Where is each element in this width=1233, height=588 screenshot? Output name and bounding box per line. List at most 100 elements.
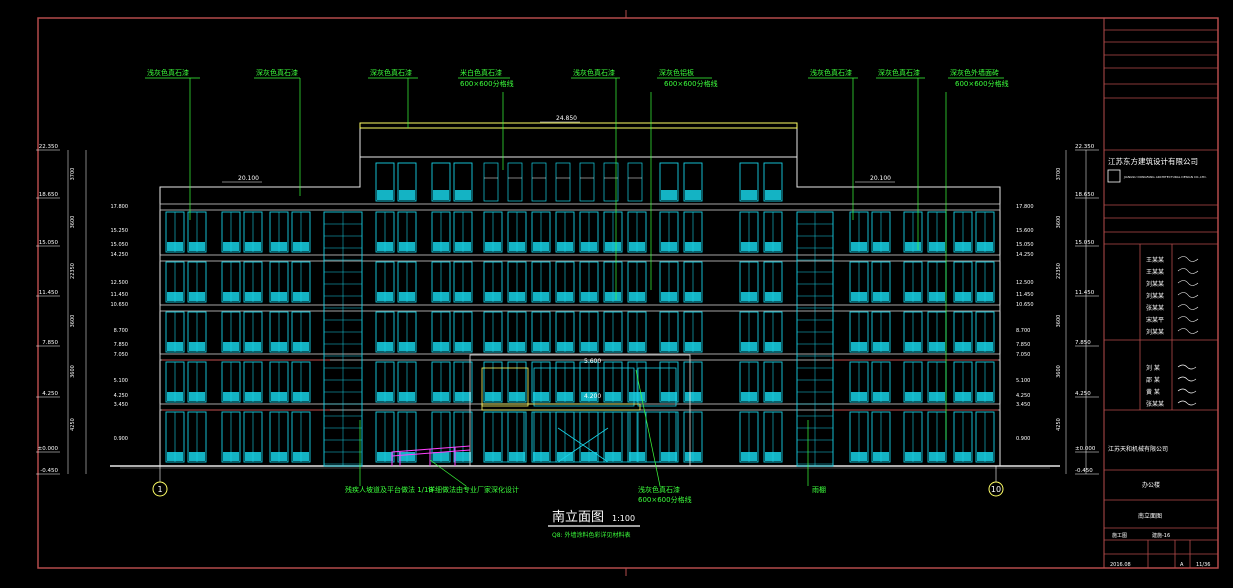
company-logo bbox=[1107, 169, 1121, 183]
callouts-top: 浅灰色真石漆 深灰色真石漆 深灰色真石漆 米白色真石漆 600×600分格线 浅… bbox=[147, 68, 1009, 88]
level-mark-left: 22.350 bbox=[36, 144, 60, 151]
window bbox=[375, 162, 395, 202]
axis-markers: 1 10 bbox=[152, 466, 1004, 497]
window bbox=[603, 311, 623, 353]
window bbox=[453, 361, 473, 403]
level-mark-inner-right: 3.450 bbox=[1016, 402, 1030, 408]
window bbox=[507, 261, 527, 303]
level-mark-left: 7.850 bbox=[36, 340, 60, 347]
window bbox=[291, 311, 311, 353]
window bbox=[975, 261, 995, 303]
window bbox=[627, 261, 647, 303]
window bbox=[683, 411, 703, 463]
svg-text:15.250: 15.250 bbox=[111, 228, 129, 234]
window bbox=[975, 311, 995, 353]
svg-text:3600: 3600 bbox=[70, 315, 76, 328]
window bbox=[531, 311, 551, 353]
window bbox=[849, 261, 869, 303]
drawing-border bbox=[37, 17, 1105, 569]
window bbox=[291, 361, 311, 403]
window bbox=[849, 211, 869, 253]
window bbox=[375, 311, 395, 353]
callout-top-5: 浅灰色真石漆 bbox=[573, 68, 615, 77]
svg-text:15.050: 15.050 bbox=[1016, 242, 1034, 248]
window bbox=[507, 311, 527, 353]
svg-text:0.900: 0.900 bbox=[1016, 436, 1030, 442]
window bbox=[659, 261, 679, 303]
window bbox=[871, 261, 891, 303]
level-mark-left: -0.450 bbox=[36, 468, 60, 475]
callout-top-2: 深灰色真石漆 bbox=[256, 68, 298, 77]
window bbox=[187, 261, 207, 303]
svg-text:15.050: 15.050 bbox=[111, 242, 129, 248]
svg-text:4.250: 4.250 bbox=[114, 393, 128, 399]
callout-leaders bbox=[145, 77, 1004, 487]
window bbox=[555, 211, 575, 253]
window bbox=[243, 211, 263, 253]
svg-text:±0.000: ±0.000 bbox=[1075, 446, 1096, 452]
window bbox=[763, 411, 783, 463]
window bbox=[221, 261, 241, 303]
dim-left: 22350 bbox=[70, 263, 76, 279]
callout-top-3: 深灰色真石漆 bbox=[370, 68, 412, 77]
window bbox=[453, 211, 473, 253]
level-mark-inner-left: 0.900 bbox=[114, 436, 128, 442]
window bbox=[269, 211, 289, 253]
level-mark-right: -0.450 bbox=[1075, 468, 1099, 475]
level-mark-inner-left: 10.650 bbox=[111, 302, 129, 308]
window bbox=[579, 261, 599, 303]
dim-left: 3600 bbox=[70, 216, 76, 229]
level-mark-inner-right: 5.100 bbox=[1016, 378, 1030, 384]
window bbox=[739, 261, 759, 303]
callouts-bottom: 残疾人坡道及平台做法 1/18 详细做法由专业厂家深化设计 浅灰色真石漆 600… bbox=[345, 485, 826, 504]
window bbox=[763, 311, 783, 353]
svg-text:0.900: 0.900 bbox=[114, 436, 128, 442]
level-mark-right: 4.250 bbox=[1075, 391, 1099, 398]
window bbox=[397, 361, 417, 403]
dim-entrance: 4.200 bbox=[584, 393, 601, 400]
level-mark-right: 11.450 bbox=[1075, 290, 1099, 297]
window bbox=[603, 211, 623, 253]
revision: A bbox=[1180, 562, 1184, 568]
window bbox=[483, 261, 503, 303]
svg-text:11.450: 11.450 bbox=[1016, 292, 1034, 298]
window bbox=[375, 211, 395, 253]
level-mark-inner-right: 0.900 bbox=[1016, 436, 1030, 442]
window-grid bbox=[165, 162, 995, 463]
axis-label-left: 1 bbox=[157, 485, 162, 494]
window bbox=[453, 162, 473, 202]
checker-name: 黄 某 bbox=[1146, 388, 1160, 396]
window bbox=[507, 411, 527, 463]
callout-top-1: 浅灰色真石漆 bbox=[147, 68, 189, 77]
window bbox=[483, 311, 503, 353]
window bbox=[507, 162, 523, 202]
window bbox=[453, 311, 473, 353]
window bbox=[975, 361, 995, 403]
window bbox=[453, 261, 473, 303]
dim-top: 24.850 bbox=[556, 115, 577, 122]
window bbox=[397, 261, 417, 303]
level-mark-inner-left: 14.250 bbox=[111, 252, 129, 258]
svg-text:11.450: 11.450 bbox=[1075, 290, 1095, 296]
window bbox=[739, 211, 759, 253]
window bbox=[531, 361, 551, 403]
svg-text:22350: 22350 bbox=[70, 263, 76, 279]
window bbox=[269, 411, 289, 463]
window bbox=[555, 361, 575, 403]
main-entrance bbox=[469, 354, 691, 467]
svg-text:7.850: 7.850 bbox=[114, 342, 128, 348]
window bbox=[431, 211, 451, 253]
company-name-en: JIANGSU DONGFANG ARCHITECTURAL DESIGN CO… bbox=[1123, 175, 1207, 179]
window bbox=[555, 162, 571, 202]
window bbox=[165, 211, 185, 253]
axis-marker-left bbox=[152, 481, 168, 497]
level-annotations: 22.35018.65015.05011.4507.8504.250±0.000… bbox=[36, 144, 1099, 475]
dim-right: 3700 bbox=[1056, 168, 1062, 181]
svg-text:-0.450: -0.450 bbox=[1075, 468, 1093, 474]
window bbox=[431, 162, 451, 202]
window bbox=[431, 411, 451, 463]
svg-text:3600: 3600 bbox=[1056, 216, 1062, 229]
svg-text:22.350: 22.350 bbox=[39, 144, 59, 150]
window bbox=[243, 261, 263, 303]
